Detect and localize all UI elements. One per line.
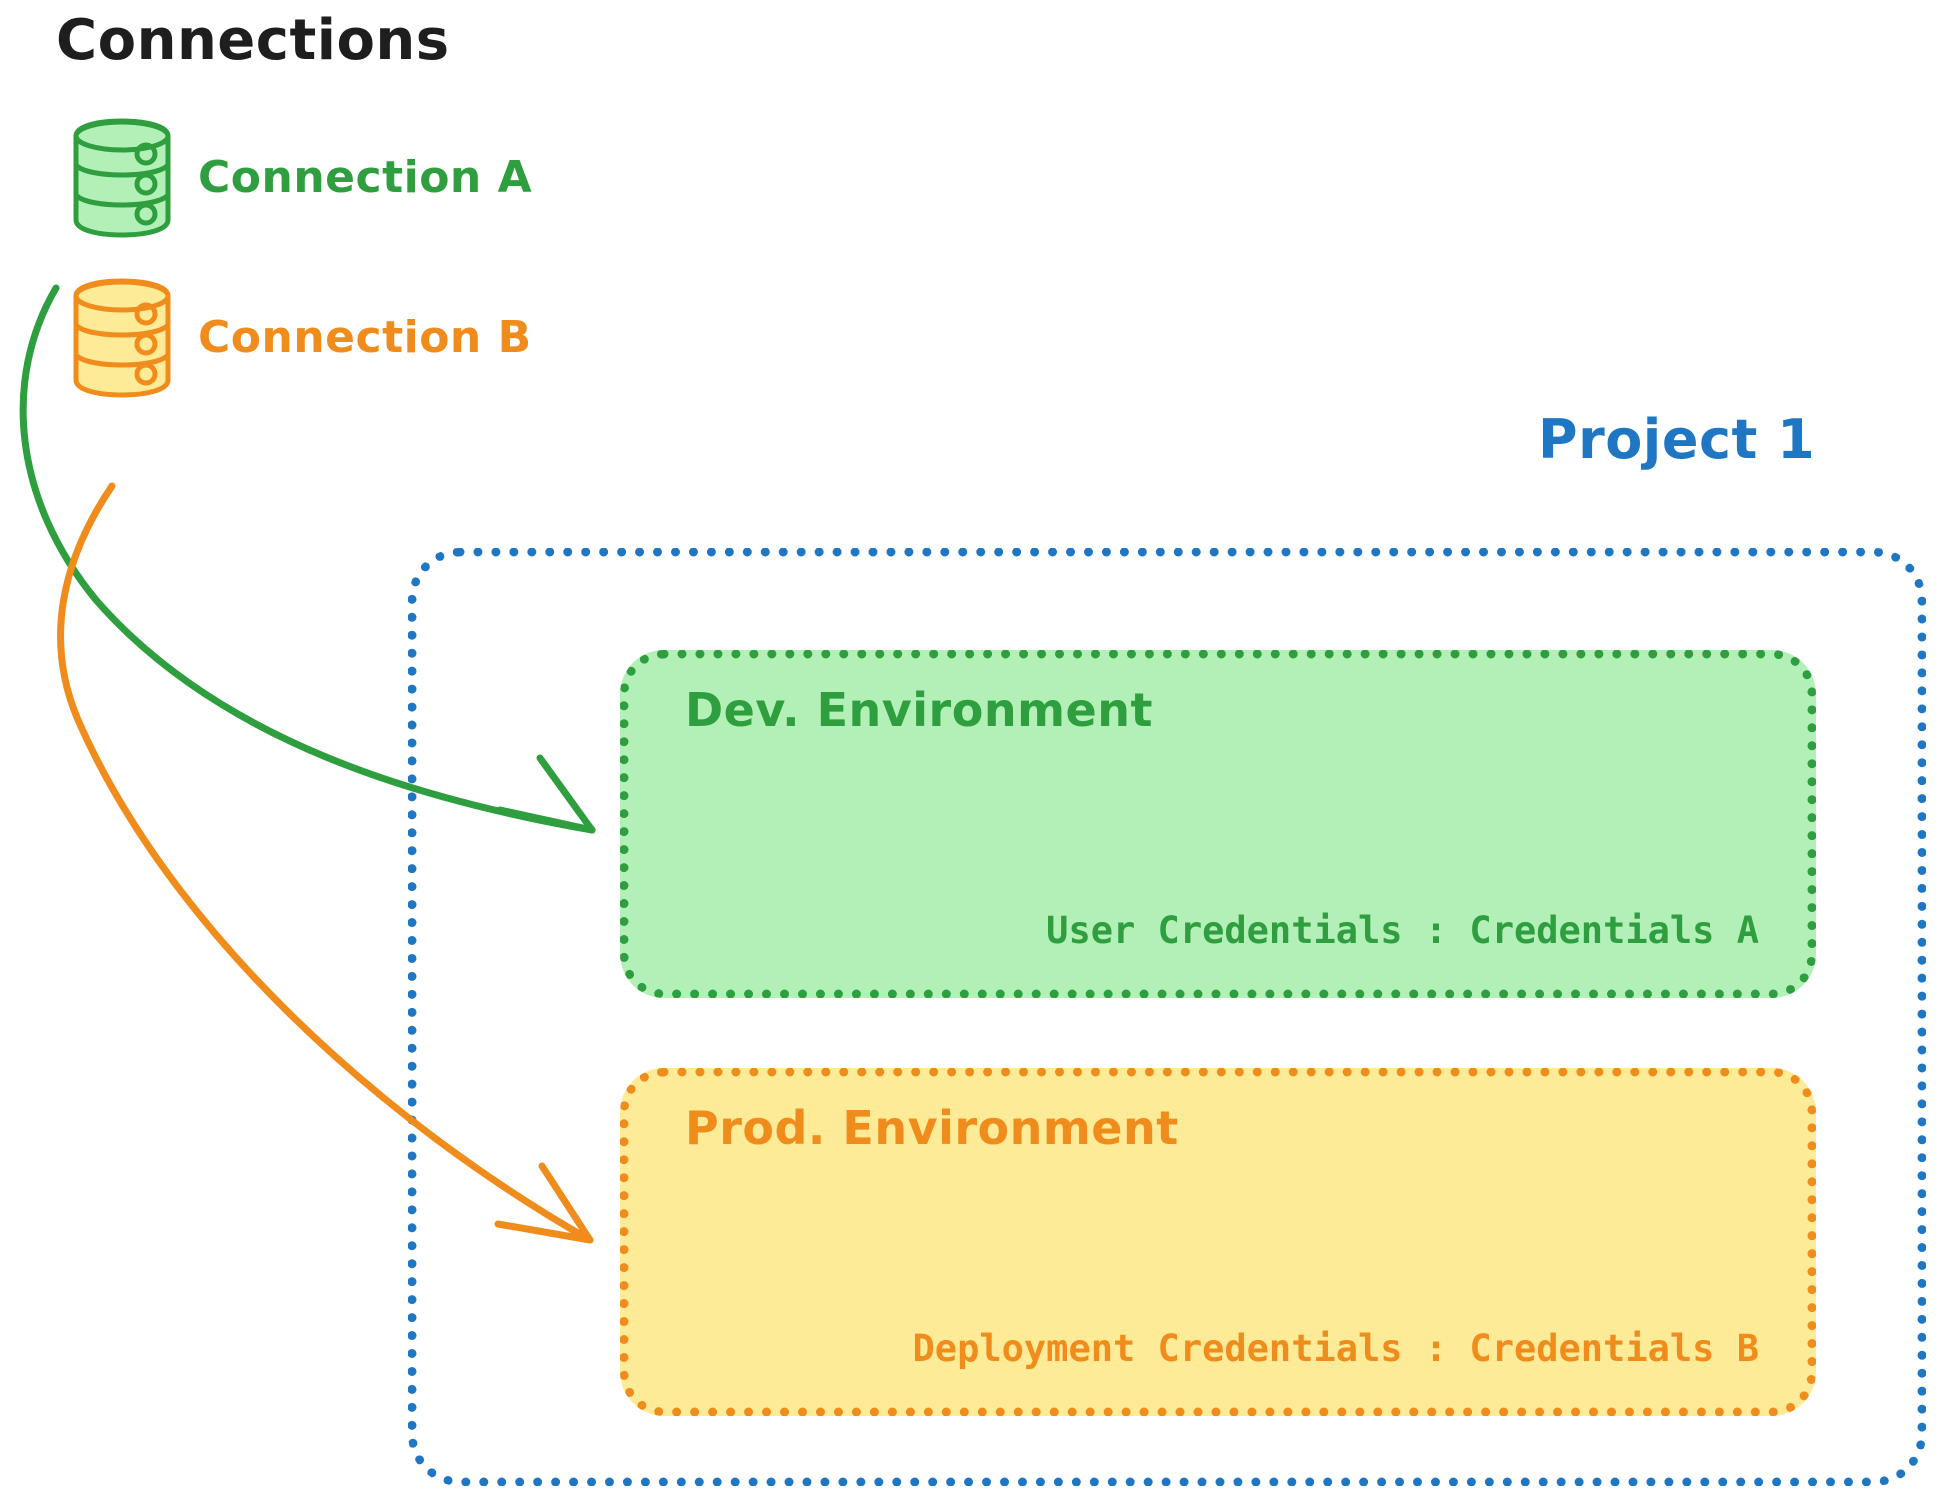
connection-label-b: Connection B xyxy=(198,312,532,363)
environment-credentials-prod: Deployment Credentials : Credentials B xyxy=(912,1327,1759,1370)
environment-card-prod[interactable]: Prod. Environment Deployment Credentials… xyxy=(620,1068,1816,1416)
project-title: Project 1 xyxy=(1538,408,1816,471)
connection-item-a[interactable]: Connection A xyxy=(68,118,532,238)
environment-credentials-dev: User Credentials : Credentials A xyxy=(1046,909,1759,952)
page-title: Connections xyxy=(56,8,450,73)
environment-title-prod: Prod. Environment xyxy=(685,1101,1179,1155)
environment-title-dev: Dev. Environment xyxy=(685,683,1153,737)
connection-item-b[interactable]: Connection B xyxy=(68,278,532,398)
environment-card-dev[interactable]: Dev. Environment User Credentials : Cred… xyxy=(620,650,1816,998)
database-icon xyxy=(68,118,176,238)
database-icon xyxy=(68,278,176,398)
connection-label-a: Connection A xyxy=(198,152,533,203)
